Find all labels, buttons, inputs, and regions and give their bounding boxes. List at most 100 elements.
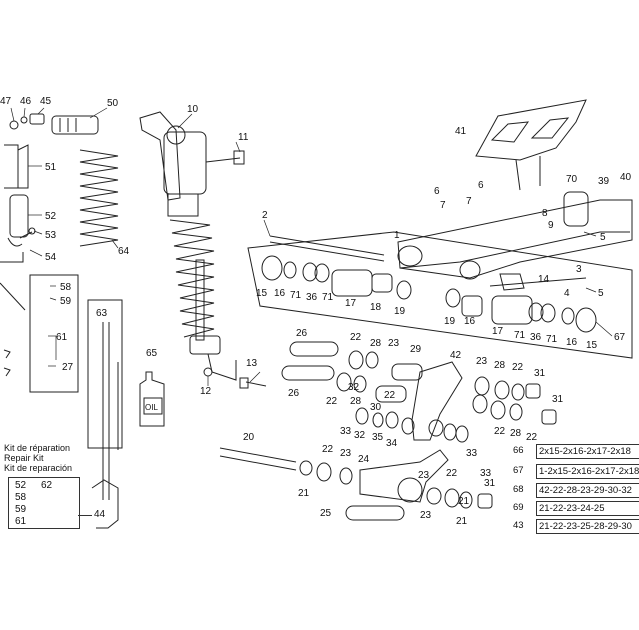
- callout-39: 39: [598, 176, 610, 187]
- callout-23d: 23: [420, 510, 432, 521]
- legend-row: 66 2x15-2x16-2x17-2x18: [500, 444, 639, 459]
- callout-21c: 21: [458, 496, 470, 507]
- callout-13: 13: [246, 358, 258, 369]
- callout-25: 25: [320, 508, 332, 519]
- legend-ref: 69: [513, 502, 524, 513]
- callout-22h: 22: [446, 468, 458, 479]
- callout-28a: 28: [370, 338, 382, 349]
- kit-leader-line: [78, 515, 92, 516]
- reservoir-assembly: [4, 113, 99, 247]
- callout-30: 30: [370, 402, 382, 413]
- repair-kit-panel: Kit de réparation Repair Kit Kit de repa…: [4, 443, 120, 529]
- callout-31a: 31: [534, 368, 546, 379]
- callout-22b: 22: [512, 362, 524, 373]
- callout-51: 51: [45, 162, 57, 173]
- kit-title-es: Kit de reparación: [4, 463, 73, 473]
- callout-36a: 36: [306, 292, 318, 303]
- callout-41: 41: [455, 126, 467, 137]
- callout-16c: 16: [566, 337, 578, 348]
- callout-52: 52: [45, 211, 57, 222]
- callout-15b: 15: [586, 340, 598, 351]
- callout-7b: 7: [466, 196, 472, 207]
- callout-11: 11: [238, 132, 249, 143]
- legend-ref: 67: [513, 465, 524, 476]
- callout-22c: 22: [326, 396, 338, 407]
- callout-70: 70: [566, 174, 578, 185]
- callout-59: 59: [60, 296, 72, 307]
- rod-2: [269, 235, 385, 262]
- callout-34: 34: [386, 438, 398, 449]
- oil-bottle-label: OIL: [145, 403, 158, 412]
- repair-kit-title: Kit de réparation Repair Kit Kit de repa…: [4, 443, 120, 473]
- callout-33a: 33: [340, 426, 352, 437]
- shaft-63: [87, 299, 123, 529]
- legend-parts: 42-22-28-23-29-30-32: [536, 483, 639, 498]
- callout-27: 27: [62, 362, 74, 373]
- kit-title-fr: Kit de réparation: [4, 443, 71, 453]
- callout-67: 67: [614, 332, 626, 343]
- callout-21a: 21: [298, 488, 310, 499]
- callout-64: 64: [118, 246, 130, 257]
- callout-3: 3: [576, 264, 582, 275]
- callout-5a: 5: [600, 232, 606, 243]
- leader-lines: [10, 107, 613, 386]
- callout-33c: 33: [480, 468, 492, 479]
- callout-28c: 28: [350, 396, 362, 407]
- oil-bottle: [139, 371, 165, 427]
- legend-row: 43 21-22-23-25-28-29-30: [500, 519, 639, 534]
- callout-58: 58: [60, 282, 72, 293]
- swingarm: [397, 191, 633, 280]
- bushing-panel: [247, 231, 633, 359]
- legend-ref: 43: [513, 520, 524, 531]
- callout-23b: 23: [476, 356, 488, 367]
- callout-31c: 31: [484, 478, 496, 489]
- callout-42: 42: [450, 350, 462, 361]
- callout-2: 2: [262, 210, 268, 221]
- callout-22d: 22: [384, 390, 396, 401]
- callout-22f: 22: [526, 432, 538, 443]
- callout-33b: 33: [466, 448, 478, 459]
- kit-title-en: Repair Kit: [4, 453, 44, 463]
- callout-15a: 15: [256, 288, 268, 299]
- callout-36b: 36: [530, 332, 542, 343]
- kit-item: 52: [15, 480, 27, 491]
- chain-guide: [475, 99, 587, 191]
- callout-23e: 23: [418, 470, 430, 481]
- callout-50: 50: [107, 98, 119, 109]
- callout-22a: 22: [350, 332, 362, 343]
- callout-71a: 71: [290, 290, 302, 301]
- callout-65: 65: [146, 348, 158, 359]
- callout-54: 54: [45, 252, 57, 263]
- legend-parts: 2x15-2x16-2x17-2x18: [536, 444, 639, 459]
- callout-21b: 21: [456, 516, 468, 527]
- callout-22g: 22: [322, 444, 334, 455]
- callout-26b: 26: [288, 388, 300, 399]
- callout-61: 61: [56, 332, 68, 343]
- callout-53: 53: [45, 230, 57, 241]
- legend-ref: 66: [513, 445, 524, 456]
- callout-46: 46: [20, 96, 32, 107]
- spring-64: [79, 149, 119, 247]
- callout-32b: 32: [354, 430, 366, 441]
- callout-8: 8: [542, 208, 548, 219]
- callout-9: 9: [548, 220, 554, 231]
- callout-32a: 32: [348, 382, 360, 393]
- axle-and-linkage: [219, 447, 493, 521]
- callout-22e: 22: [494, 426, 506, 437]
- callout-labels: 47 46 45 50 10 11 41 51 52 53 54 64 2 6 …: [0, 96, 632, 527]
- repair-kit-items: 52 58 59 61 62: [8, 477, 80, 529]
- callout-1: 1: [394, 230, 400, 241]
- legend-row: 69 21-22-23-24-25: [500, 501, 639, 516]
- callout-12: 12: [200, 386, 212, 397]
- callout-17a: 17: [345, 298, 357, 309]
- callout-71d: 71: [546, 334, 558, 345]
- callout-16b: 16: [464, 316, 476, 327]
- callout-26a: 26: [296, 328, 308, 339]
- callout-40: 40: [620, 172, 632, 183]
- callout-10: 10: [187, 104, 199, 115]
- callout-24: 24: [358, 454, 370, 465]
- callout-45: 45: [40, 96, 52, 107]
- assembly-legend: 66 2x15-2x16-2x17-2x18 67 1-2x15-2x16-2x…: [500, 444, 639, 534]
- callout-47: 47: [0, 96, 12, 107]
- pins-and-bushings: [281, 341, 557, 443]
